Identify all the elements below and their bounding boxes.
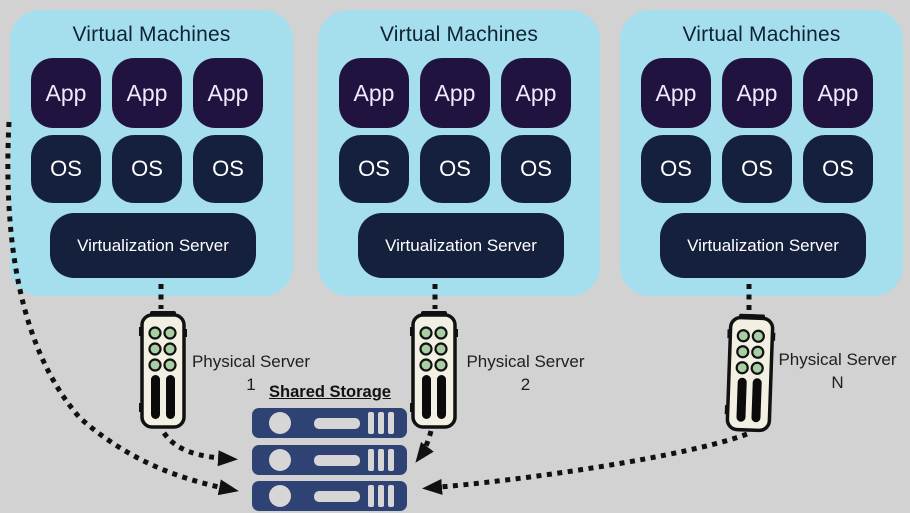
app-box: App: [722, 58, 792, 128]
app-box: App: [339, 58, 409, 128]
os-box: OS: [193, 135, 263, 203]
storage-rack-icon: [252, 481, 407, 511]
app-box: App: [31, 58, 101, 128]
server-tower-icon: [724, 313, 776, 433]
physical-server-number: N: [831, 372, 844, 392]
storage-rack-icon: [252, 445, 407, 475]
virtualization-server-box: Virtualization Server: [50, 213, 256, 278]
os-box: OS: [31, 135, 101, 203]
vm-panel-2: Virtual Machines App App App OS OS OS Vi…: [318, 10, 600, 296]
app-box: App: [501, 58, 571, 128]
app-row: App App App: [31, 58, 263, 128]
os-box: OS: [339, 135, 409, 203]
os-box: OS: [420, 135, 490, 203]
app-row: App App App: [339, 58, 571, 128]
os-box: OS: [112, 135, 182, 203]
server2-to-storage-dotted-arrow: [415, 430, 434, 463]
storage-bar-icon: [314, 418, 360, 429]
storage-rack-icon: [252, 408, 407, 438]
physical-server-name: Physical Server: [466, 352, 585, 371]
shared-storage-title: Shared Storage: [269, 383, 391, 401]
storage-bar-icon: [314, 455, 360, 466]
os-row: OS OS OS: [339, 135, 571, 203]
os-row: OS OS OS: [31, 135, 263, 203]
app-box: App: [420, 58, 490, 128]
storage-disc-icon: [269, 412, 291, 434]
vm-panel-1: Virtual Machines App App App OS OS OS Vi…: [10, 10, 293, 296]
server1-to-storage-dotted-arrow: [161, 431, 238, 467]
physical-server-label-1: Physical Server 1: [186, 351, 316, 397]
storage-bar-icon: [314, 491, 360, 502]
serverN-to-storage-dotted-arrow: [422, 431, 748, 495]
app-box: App: [641, 58, 711, 128]
physical-server-name: Physical Server: [191, 352, 311, 371]
physical-server-name: Physical Server: [778, 350, 897, 369]
storage-slots-icon: [368, 485, 394, 507]
server-tower-icon: [139, 311, 187, 429]
physical-server-label-2: Physical Server 2: [458, 351, 593, 397]
virtualization-server-box: Virtualization Server: [660, 213, 866, 278]
physical-server-number: 2: [520, 374, 531, 394]
storage-slots-icon: [368, 412, 394, 434]
physical-server-number: 1: [246, 374, 256, 394]
storage-disc-icon: [269, 485, 291, 507]
vm-panel-title: Virtual Machines: [682, 23, 841, 46]
os-box: OS: [641, 135, 711, 203]
physical-server-label-n: Physical Server N: [770, 349, 905, 395]
storage-disc-icon: [269, 449, 291, 471]
storage-slots-icon: [368, 449, 394, 471]
vm-panel-title: Virtual Machines: [72, 23, 231, 46]
app-box: App: [193, 58, 263, 128]
os-box: OS: [722, 135, 792, 203]
vm-panel-title: Virtual Machines: [379, 23, 539, 46]
os-box: OS: [803, 135, 873, 203]
app-box: App: [803, 58, 873, 128]
os-row: OS OS OS: [641, 135, 873, 203]
os-box: OS: [501, 135, 571, 203]
server-tower-icon: [410, 311, 458, 429]
vm-panel-3: Virtual Machines App App App OS OS OS Vi…: [620, 10, 903, 296]
app-row: App App App: [641, 58, 873, 128]
virtualization-server-box: Virtualization Server: [358, 213, 564, 278]
app-box: App: [112, 58, 182, 128]
